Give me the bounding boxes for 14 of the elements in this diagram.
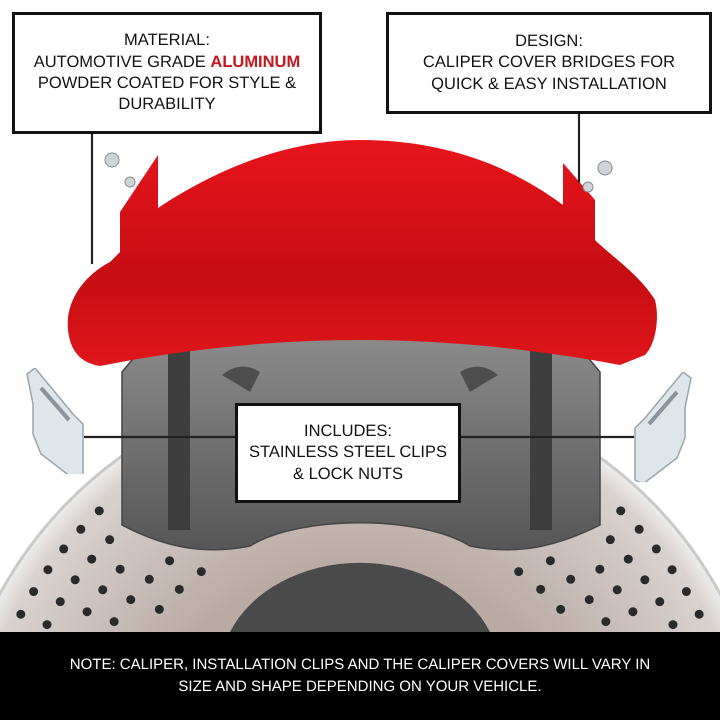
leader-line: [84, 436, 235, 438]
callout-text: AUTOMOTIVE GRADE ALUMINUM POWDER COATED FOR STYLE & DURABILITY: [32, 52, 302, 116]
callout-box: [235, 403, 461, 503]
callout-text: STAINLESS STEEL CLIPS & LOCK NUTS: [248, 442, 448, 485]
callout-heading: MATERIAL:: [124, 30, 210, 52]
leader-line: [90, 134, 94, 264]
callout-heading: INCLUDES:: [304, 420, 392, 442]
callout-text: CALIPER COVER BRIDGES FOR QUICK & EASY INSTALLATION: [422, 52, 676, 95]
leader-line: [578, 114, 580, 183]
callout-heading: DESIGN:: [515, 30, 583, 52]
leader-line: [461, 436, 634, 438]
callout-box: [12, 12, 322, 134]
callout-box: [386, 12, 712, 114]
note-text: NOTE: CALIPER, INSTALLATION CLIPS AND THE CALIPER COVERS WILL VARY IN SIZE AND SHAPE DEPENDING ON YOUR VEHICLE.: [68, 655, 652, 697]
